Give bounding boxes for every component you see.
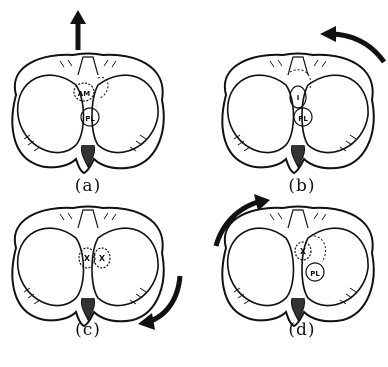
panel-d: X PL [216, 194, 374, 326]
caption-d: (d) [272, 320, 332, 340]
tibial-plateau-c [12, 207, 163, 327]
caption-b: (b) [272, 176, 332, 196]
panel-c: X X [12, 207, 180, 331]
caption-c: (c) [58, 320, 118, 340]
tibial-plateau-d [222, 207, 373, 327]
tibial-plateau-a [12, 54, 163, 174]
label-a-1: AM [78, 90, 90, 98]
caption-a: (a) [58, 176, 118, 196]
panel-b: I PL [222, 26, 384, 173]
panel-a: AM PL [12, 10, 163, 173]
label-c-2: X [99, 254, 106, 263]
label-b-1: I [297, 94, 300, 102]
straight-up-arrow-icon [70, 10, 86, 50]
label-b-2: PL [298, 115, 308, 123]
label-c-1: X [84, 254, 91, 263]
label-a-2: PL [85, 115, 95, 123]
label-d-1: X [300, 247, 307, 256]
tibial-plateau-b [222, 54, 373, 174]
label-d-2: PL [310, 270, 320, 278]
